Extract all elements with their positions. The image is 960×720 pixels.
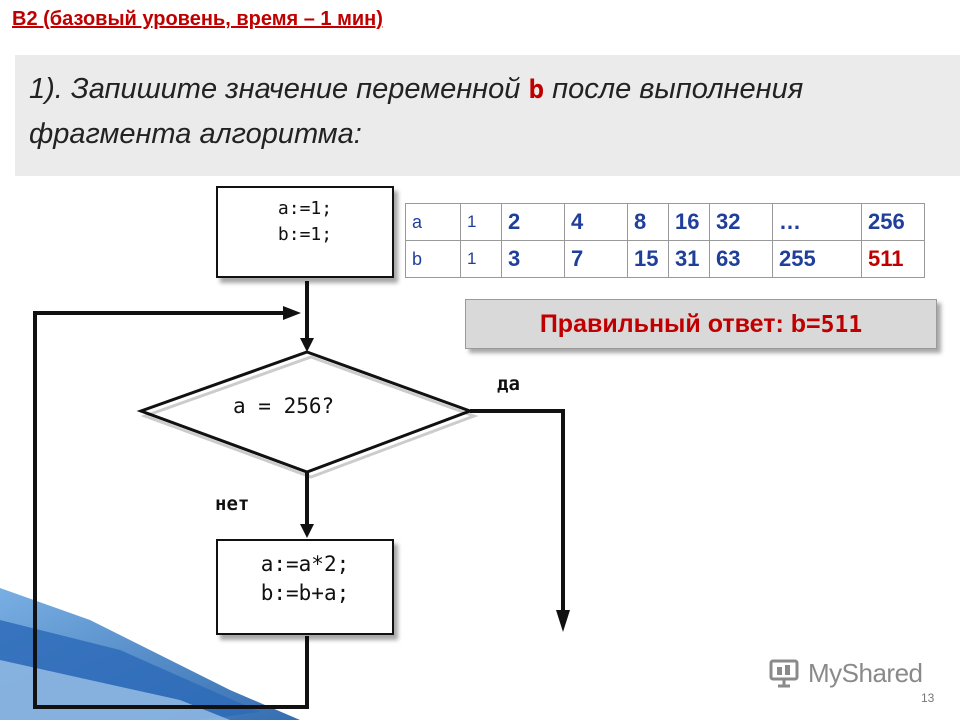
task-text: 1). Запишите значение переменной b после… [29,67,929,156]
table-cell: 16 [668,203,710,241]
body-block: a:=a*2; b:=b+a; [216,539,394,635]
yes-label: да [497,373,520,395]
answer-label: Правильный ответ: b= [539,310,821,338]
body-line-b: b:=b+a; [260,581,350,605]
answer-value: 511 [820,312,863,338]
table-cell: 32 [709,203,773,241]
table-row: a 1 2 4 8 16 32 … 256 [405,203,925,241]
arrow-down-icon [556,610,570,632]
watermark-text: MyShared [808,657,923,688]
table-cell: 255 [772,240,862,278]
row-name: a [405,203,461,241]
slide-title: B2 (базовый уровень, время – 1 мин) [12,8,383,30]
connector-yes-branch [470,409,565,612]
trace-table: a 1 2 4 8 16 32 … 256 b 1 3 7 15 31 63 2… [405,203,925,278]
arrow-right-icon [283,306,301,320]
task-suffix: после выполнения фрагмента алгоритма: [29,73,804,150]
table-cell: 511 [861,240,925,278]
answer-banner: Правильный ответ: b=511 [465,299,937,349]
table-cell: 256 [861,203,925,241]
table-cell: 4 [564,203,628,241]
page-number: 13 [921,691,935,705]
arrow-down-icon [300,338,314,352]
task-box: 1). Запишите значение переменной b после… [15,55,960,176]
table-cell: 2 [501,203,565,241]
connector-loop-back [33,311,309,709]
table-cell: … [772,203,862,241]
body-line-a: a:=a*2; [260,552,350,576]
task-prefix: 1). Запишите значение переменной [29,73,529,105]
presentation-icon [769,659,799,688]
init-line-b: b:=1; [277,224,333,245]
condition-text: a = 256? [233,394,335,418]
table-cell: 31 [668,240,710,278]
table-cell: 15 [627,240,669,278]
table-row: b 1 3 7 15 31 63 255 511 [405,240,925,278]
table-cell: 8 [627,203,669,241]
arrow-down-icon [300,524,314,538]
init-block: a:=1; b:=1; [216,186,394,278]
row-init: 1 [460,240,502,278]
watermark-logo: MyShared [768,658,923,688]
table-cell: 7 [564,240,628,278]
row-name: b [405,240,461,278]
task-variable: b [528,75,545,105]
table-cell: 3 [501,240,565,278]
no-label: нет [215,493,250,515]
init-line-a: a:=1; [277,198,333,219]
table-cell: 63 [709,240,773,278]
row-init: 1 [460,203,502,241]
